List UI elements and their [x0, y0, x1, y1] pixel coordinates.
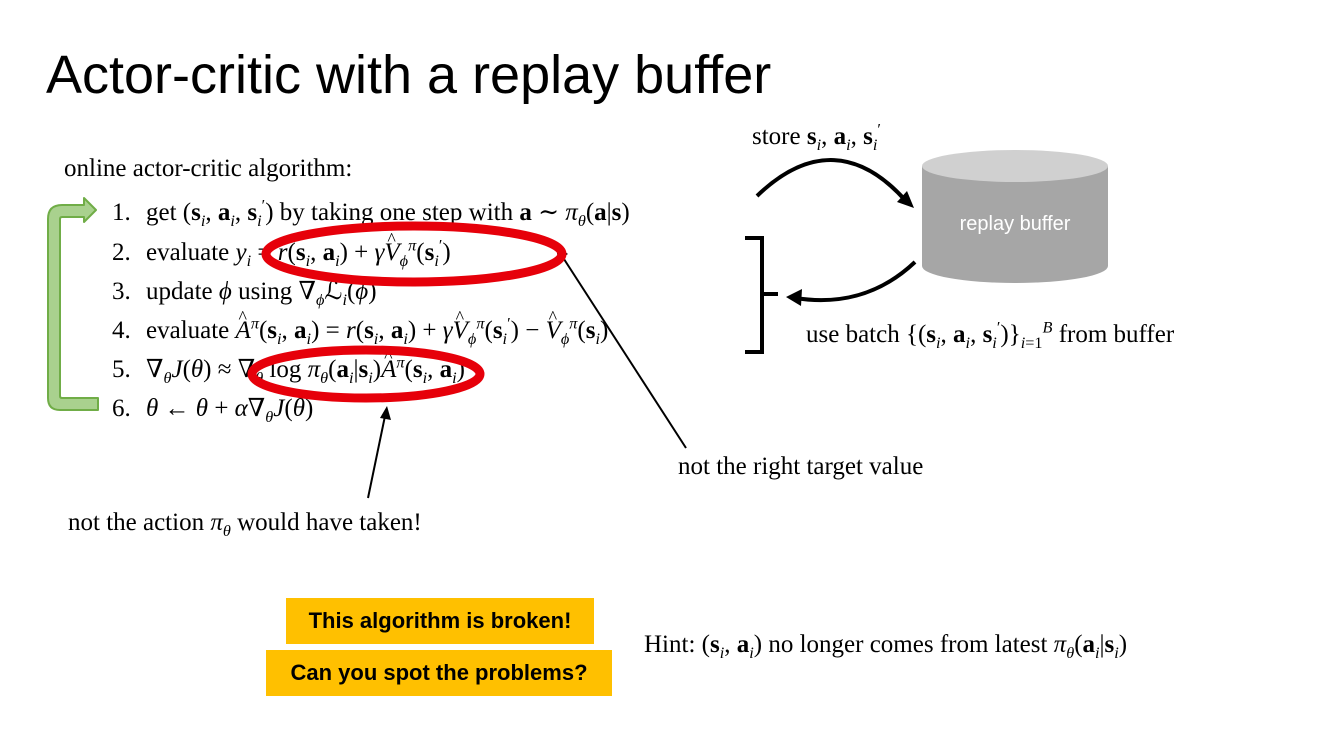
replay-buffer-label: replay buffer: [959, 213, 1071, 235]
annotation-target: not the right target value: [678, 453, 924, 480]
u-turn-arrow-icon: [47, 197, 99, 411]
use-batch-label: use batch {(si, ai, si′)}i=1B from buffe…: [806, 318, 1175, 352]
step-number: 6.: [112, 395, 131, 422]
step-1: 1.get (si, ai, si′) by taking one step w…: [112, 196, 630, 230]
callout-broken: This algorithm is broken!: [286, 598, 594, 644]
step-number: 1.: [112, 199, 131, 226]
step-4: 4.evaluate Aπ(si, ai) = r(si, ai) + γVϕπ…: [112, 302, 608, 347]
store-label: store si, ai, si′: [752, 120, 881, 154]
algorithm-heading: online actor-critic algorithm:: [64, 155, 353, 182]
step-text: using: [238, 278, 293, 305]
step-2: 2.evaluate yi = r(si, ai) + γVϕπ(si′): [112, 224, 451, 269]
slide-title: Actor-critic with a replay buffer: [46, 45, 772, 105]
step-text: by taking one step with: [279, 199, 514, 226]
step-number: 3.: [112, 278, 131, 305]
callout-spot-problems: Can you spot the problems?: [266, 650, 612, 696]
step-verb: get: [146, 199, 177, 226]
step-6: 6.θ ← θ + α∇θJ(θ): [112, 395, 314, 426]
annotation-action: not the action πθ would have taken!: [68, 509, 422, 540]
database-cylinder-icon: [922, 150, 1108, 283]
step-number: 5.: [112, 356, 131, 383]
hint-text: Hint: (si, ai) no longer comes from late…: [644, 631, 1128, 662]
step-verb: update: [146, 278, 213, 305]
pointer-arrow-target: [556, 246, 687, 449]
curved-arrow-right-icon: [755, 158, 914, 208]
step-verb: evaluate: [146, 239, 230, 266]
step-number: 4.: [112, 317, 131, 344]
curved-arrow-left-icon: [786, 260, 917, 306]
pointer-arrow-action: [367, 406, 391, 499]
right-bracket: [745, 236, 778, 354]
highlight-ellipse-target: [261, 221, 567, 287]
step-number: 2.: [112, 239, 131, 266]
highlight-ellipse-logpi: [247, 345, 485, 403]
step-3: 3.update ϕ using ∇ϕℒi(ϕ): [112, 278, 377, 309]
step-verb: evaluate: [146, 317, 230, 344]
